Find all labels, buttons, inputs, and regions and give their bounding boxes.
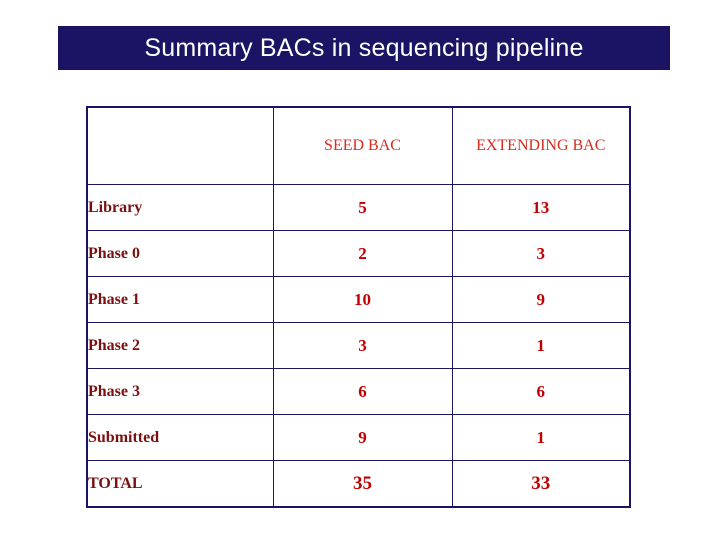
table-row: Library 5 13 xyxy=(86,184,631,231)
cell-phase-1-seed: 10 xyxy=(272,276,453,323)
table-row-total: TOTAL 35 33 xyxy=(86,460,631,508)
table-row: Phase 1 10 9 xyxy=(86,276,631,323)
row-label-phase-0: Phase 0 xyxy=(86,230,274,277)
table-row: Submitted 9 1 xyxy=(86,414,631,461)
cell-phase-2-extending: 1 xyxy=(451,322,631,369)
table-row: Phase 0 2 3 xyxy=(86,230,631,277)
cell-phase-2-seed: 3 xyxy=(272,322,453,369)
cell-phase-0-seed: 2 xyxy=(272,230,453,277)
summary-table: SEED BAC EXTENDING BAC Library 5 13 Phas… xyxy=(86,106,631,508)
cell-total-extending: 33 xyxy=(451,460,631,508)
row-label-total: TOTAL xyxy=(86,460,274,508)
row-label-submitted: Submitted xyxy=(86,414,274,461)
header-cell-blank xyxy=(86,106,274,185)
table-row: Phase 3 6 6 xyxy=(86,368,631,415)
table-row: Phase 2 3 1 xyxy=(86,322,631,369)
row-label-library: Library xyxy=(86,184,274,231)
header-cell-seed-bac: SEED BAC xyxy=(272,106,453,185)
cell-submitted-seed: 9 xyxy=(272,414,453,461)
cell-phase-1-extending: 9 xyxy=(451,276,631,323)
header-cell-extending-bac: EXTENDING BAC xyxy=(451,106,631,185)
title-bar: Summary BACs in sequencing pipeline xyxy=(58,26,670,70)
cell-phase-3-extending: 6 xyxy=(451,368,631,415)
summary-table-container: SEED BAC EXTENDING BAC Library 5 13 Phas… xyxy=(86,106,631,508)
cell-phase-3-seed: 6 xyxy=(272,368,453,415)
table-header-row: SEED BAC EXTENDING BAC xyxy=(86,106,631,185)
cell-total-seed: 35 xyxy=(272,460,453,508)
cell-phase-0-extending: 3 xyxy=(451,230,631,277)
cell-submitted-extending: 1 xyxy=(451,414,631,461)
page-title: Summary BACs in sequencing pipeline xyxy=(144,33,584,62)
cell-library-extending: 13 xyxy=(451,184,631,231)
cell-library-seed: 5 xyxy=(272,184,453,231)
row-label-phase-3: Phase 3 xyxy=(86,368,274,415)
row-label-phase-1: Phase 1 xyxy=(86,276,274,323)
row-label-phase-2: Phase 2 xyxy=(86,322,274,369)
